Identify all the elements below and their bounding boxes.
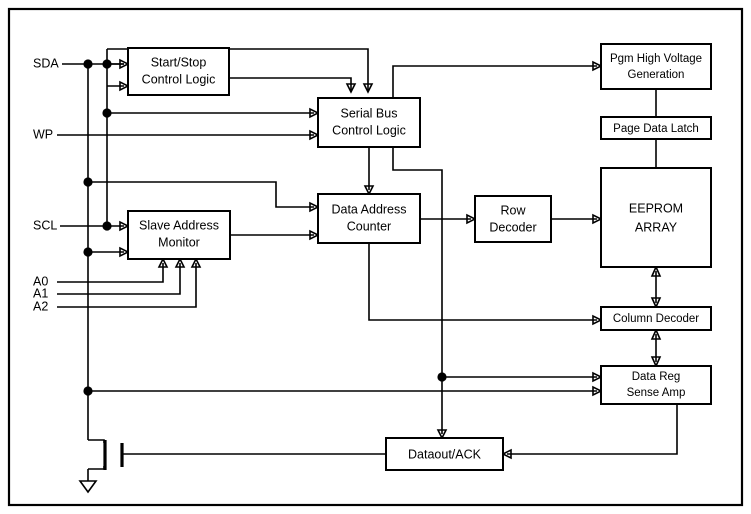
arrowhead-a2 xyxy=(190,257,202,268)
arrowhead-slaveaddr-in1 xyxy=(119,220,130,232)
block-label-data-reg-line1: Data Reg xyxy=(632,371,681,383)
block-rect-data-reg-sense-amp[interactable] xyxy=(600,365,712,405)
block-dataout-ack[interactable]: Dataout/ACK xyxy=(385,437,504,471)
block-eeprom-array[interactable]: EEPROM ARRAY xyxy=(600,167,712,268)
arrowhead-dataout-top xyxy=(436,429,448,440)
arrowhead-dataout-right xyxy=(501,448,512,460)
arrowhead-sda-to-serial-bus xyxy=(362,83,374,94)
block-label-pgm-hv-line2: Generation xyxy=(628,69,685,81)
block-label-serial-bus-line2: Control Logic xyxy=(332,123,406,137)
arrowhead-dataaddr-in1 xyxy=(309,201,320,213)
block-serial-bus-control-logic[interactable]: Serial Bus Control Logic xyxy=(317,97,421,148)
block-row-decoder[interactable]: Row Decoder xyxy=(474,195,552,243)
wire-datareg-to-dataout xyxy=(507,404,678,455)
block-rect-data-address-counter[interactable] xyxy=(317,193,421,244)
block-label-slave-address-line2: Monitor xyxy=(158,235,200,249)
arrowhead-a1 xyxy=(174,257,186,268)
junction-dot-bus-datareg xyxy=(437,372,447,382)
block-rect-serial-bus[interactable] xyxy=(317,97,421,148)
block-data-reg-sense-amp[interactable]: Data Reg Sense Amp xyxy=(600,365,712,405)
block-label-data-address-line1: Data Address xyxy=(331,202,406,216)
block-label-row-decoder-line2: Decoder xyxy=(489,220,536,234)
junction-dot-scl-1 xyxy=(102,221,112,231)
arrowhead-serialbus-in1 xyxy=(309,107,320,119)
arrowhead-dataaddr-in3 xyxy=(363,185,375,196)
block-label-page-data-latch: Page Data Latch xyxy=(613,123,699,135)
wire-startstop-to-serialbus xyxy=(229,77,352,92)
fet-source-lead xyxy=(88,466,105,470)
pin-label-a1: A1 xyxy=(33,286,48,300)
arrowhead-datareg-in2 xyxy=(592,385,603,397)
arrowhead-eeprom-bottom xyxy=(650,265,662,277)
block-label-data-reg-line2: Sense Amp xyxy=(627,387,686,399)
arrowhead-datareg-top xyxy=(650,356,662,368)
block-label-pgm-hv-line1: Pgm High Voltage xyxy=(610,53,702,65)
block-rect-dataout-ack[interactable] xyxy=(385,437,504,471)
arrowhead-pgmhv-in xyxy=(592,60,603,72)
block-pgm-high-voltage-generation[interactable]: Pgm High Voltage Generation xyxy=(600,43,712,90)
arrowhead-rowdecoder-in xyxy=(466,213,477,225)
wire-dataaddr-to-columndecoder xyxy=(368,243,597,321)
fet-drain-lead xyxy=(88,439,105,443)
pin-labels: SDA WP SCL A0 A1 A2 xyxy=(33,56,59,313)
junction-dot-sda-2 xyxy=(102,59,112,69)
block-label-row-decoder-line1: Row xyxy=(500,203,526,217)
arrowhead-columndecoder-top xyxy=(650,297,662,309)
wire-a1 xyxy=(57,263,181,295)
arrowhead-columndecoder-in xyxy=(592,314,603,326)
block-label-eeprom-line1: EEPROM xyxy=(629,201,683,215)
block-label-start-stop-line2: Control Logic xyxy=(142,72,216,86)
block-label-column-decoder: Column Decoder xyxy=(613,313,699,325)
block-rect-slave-address[interactable] xyxy=(127,210,231,260)
block-label-data-address-line2: Counter xyxy=(347,219,391,233)
block-rect-column-decoder[interactable] xyxy=(600,306,712,331)
block-label-dataout-ack: Dataout/ACK xyxy=(408,447,482,461)
pin-label-a2: A2 xyxy=(33,299,48,313)
junction-dot-sda-6 xyxy=(83,386,93,396)
block-rect-row-decoder[interactable] xyxy=(474,195,552,243)
nmos-transistor xyxy=(78,439,124,494)
block-data-address-counter[interactable]: Data Address Counter xyxy=(317,193,421,244)
block-column-decoder[interactable]: Column Decoder xyxy=(600,306,712,331)
ground-symbol xyxy=(78,480,98,494)
block-label-eeprom-line2: ARRAY xyxy=(635,220,678,234)
arrowhead-a0 xyxy=(157,257,169,268)
junction-dots xyxy=(83,59,447,396)
pin-label-sda: SDA xyxy=(33,56,59,70)
pin-label-scl: SCL xyxy=(33,218,57,232)
arrowhead-startstop-in2 xyxy=(119,80,130,92)
pin-label-a0: A0 xyxy=(33,274,48,288)
wire-serialbus-to-lower-bus xyxy=(392,147,443,434)
junction-dot-sda-1 xyxy=(83,59,93,69)
pin-label-wp: WP xyxy=(33,127,53,141)
wire-a2 xyxy=(57,263,197,308)
block-label-start-stop-line1: Start/Stop xyxy=(151,55,207,69)
arrowhead-eeprom-in xyxy=(592,213,603,225)
block-rect-pgm-hv[interactable] xyxy=(600,43,712,90)
arrowhead-serialbus-in2 xyxy=(309,129,320,141)
block-page-data-latch[interactable]: Page Data Latch xyxy=(600,116,712,140)
junction-dot-sda-5 xyxy=(83,247,93,257)
block-label-serial-bus-line1: Serial Bus xyxy=(341,106,398,120)
block-rect-page-data-latch[interactable] xyxy=(600,116,712,140)
arrowhead-dataaddr-in2 xyxy=(309,229,320,241)
junction-dot-sda-4 xyxy=(83,177,93,187)
junction-dot-sda-3 xyxy=(102,108,112,118)
wire-serialbus-to-pgmhv xyxy=(392,65,597,98)
block-slave-address-monitor[interactable]: Slave Address Monitor xyxy=(127,210,231,260)
wire-layer xyxy=(57,48,678,460)
wire-a0 xyxy=(57,263,164,283)
arrowhead-startstop-to-serialbus xyxy=(345,83,357,94)
wire-sda-to-dataaddr xyxy=(88,181,314,208)
block-rect-eeprom-array[interactable] xyxy=(600,167,712,268)
arrowhead-startstop-in1 xyxy=(119,58,130,70)
block-label-slave-address-line1: Slave Address xyxy=(139,218,219,232)
arrowhead-datareg-in1 xyxy=(592,371,603,383)
block-rect-start-stop[interactable] xyxy=(127,47,230,96)
block-start-stop-control-logic[interactable]: Start/Stop Control Logic xyxy=(127,47,230,96)
arrowhead-columndecoder-bottom xyxy=(650,328,662,340)
diagram-frame xyxy=(7,7,744,507)
arrowhead-slaveaddr-in2 xyxy=(119,246,130,258)
